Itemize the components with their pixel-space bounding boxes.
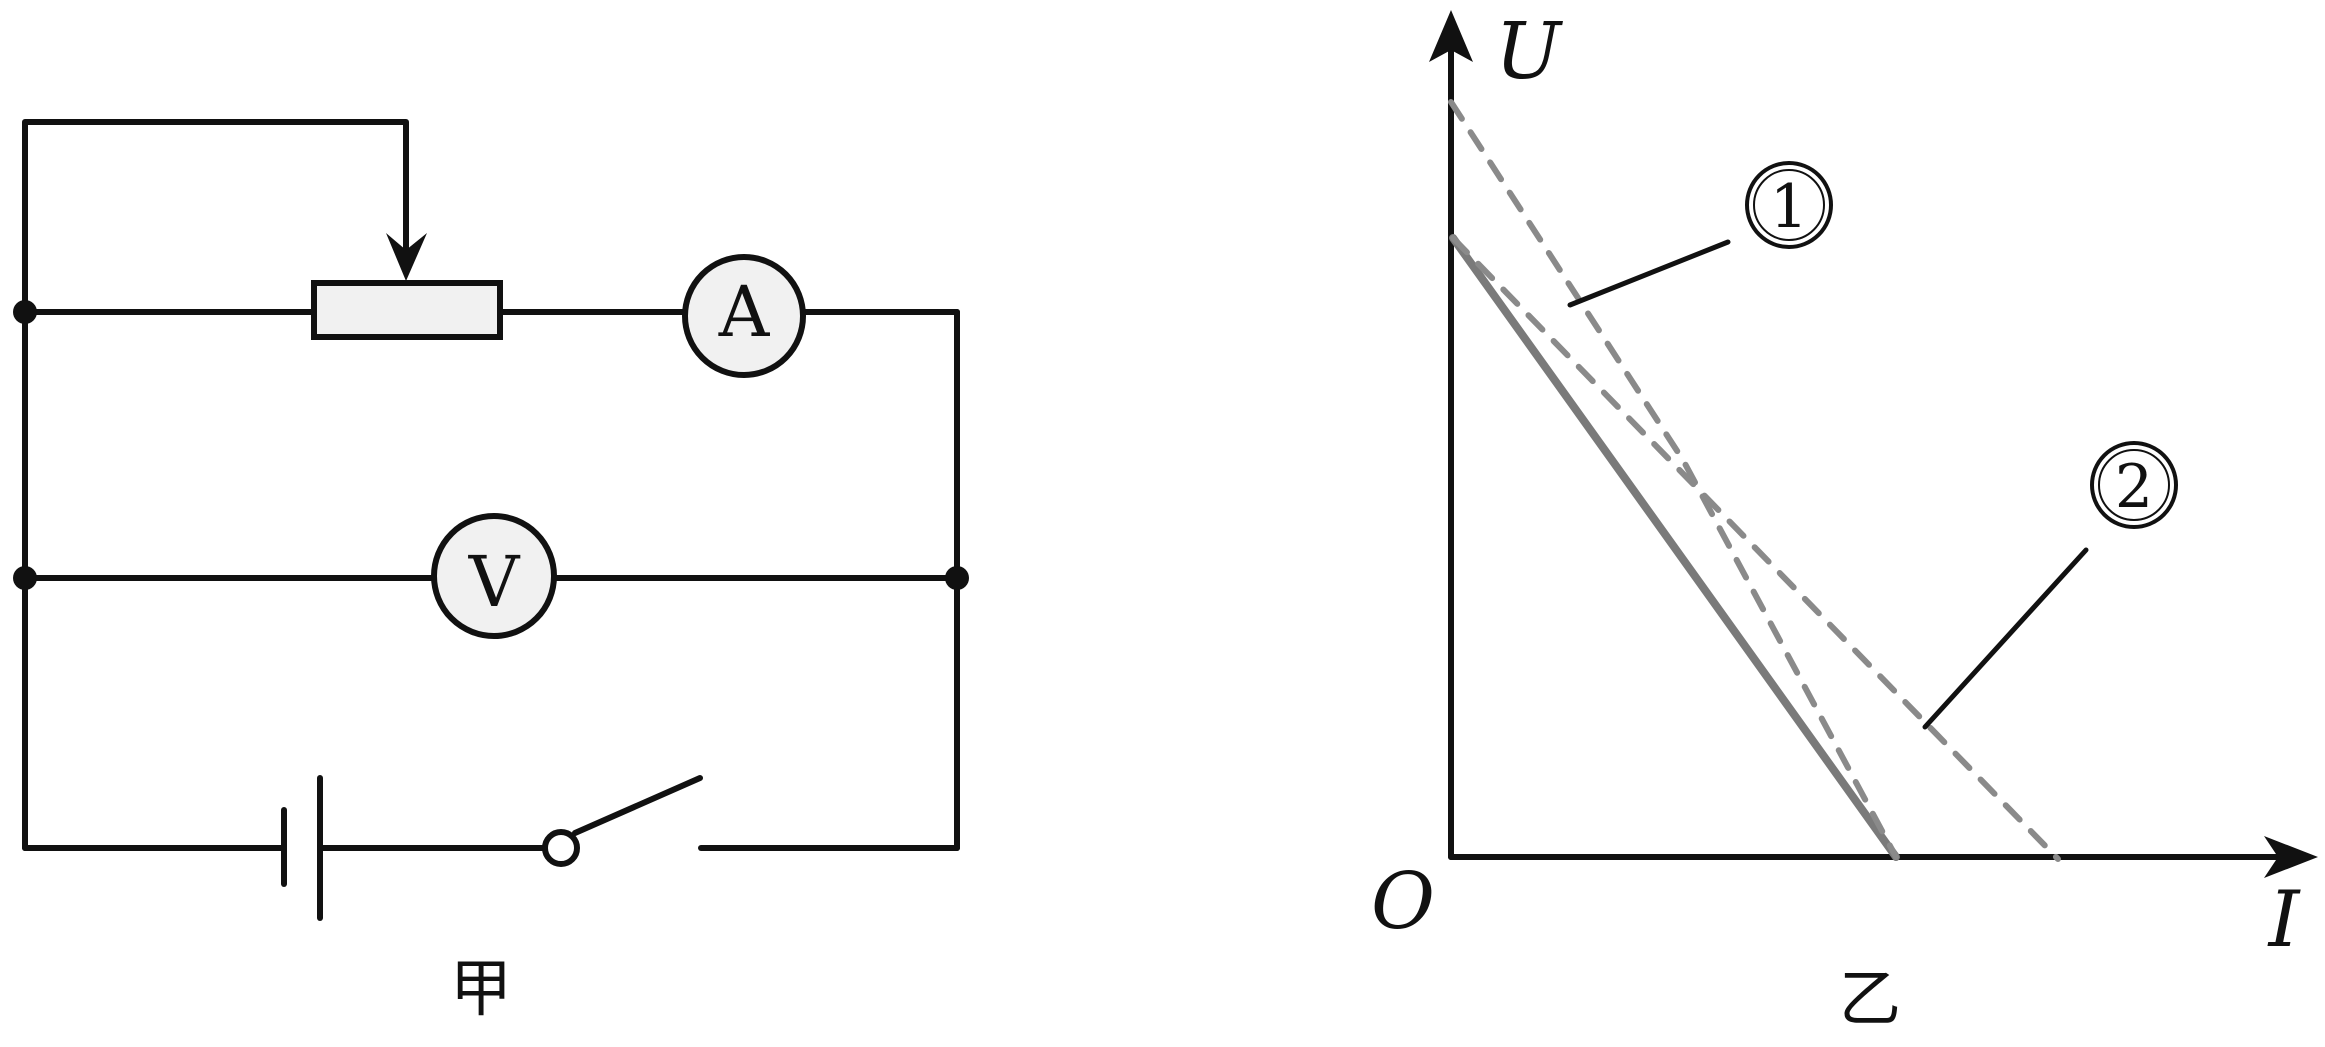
dashed-line-2 xyxy=(1450,235,2061,862)
battery xyxy=(281,775,323,921)
junction-node-middle-right xyxy=(945,566,969,590)
voltmeter-label: V xyxy=(468,541,521,623)
x-axis-arrowhead xyxy=(2264,836,2318,878)
circuit-caption: 甲 xyxy=(450,952,512,1025)
rheostat xyxy=(311,280,503,340)
junction-node-top-left xyxy=(13,300,37,324)
line-label-1: 1 xyxy=(1745,161,1833,249)
ui-graph: U I O 1 2 乙 xyxy=(1371,7,2318,1035)
line-label-2: 2 xyxy=(2090,441,2178,529)
svg-text:2: 2 xyxy=(2115,452,2153,522)
slider-feedback-wire xyxy=(22,119,409,315)
ammeter-label: A xyxy=(718,271,771,353)
slider-arrowhead xyxy=(386,233,427,281)
leader-line-2 xyxy=(1922,547,2089,730)
svg-text:1: 1 xyxy=(1770,172,1808,242)
origin-label: O xyxy=(1371,857,1435,947)
measured-line xyxy=(1449,234,1900,861)
leader-line-1 xyxy=(1567,239,1731,308)
ammeter: A xyxy=(682,254,806,378)
voltmeter: V xyxy=(431,513,557,639)
graph-caption: 乙 xyxy=(1839,962,1901,1035)
switch xyxy=(542,775,703,867)
dashed-line-1 xyxy=(1448,99,1899,860)
x-axis-label: I xyxy=(2267,875,2302,965)
circuit-diagram: A V 甲 xyxy=(13,119,969,1025)
junction-node-middle-left xyxy=(13,566,37,590)
y-axis-label: U xyxy=(1495,7,1563,97)
y-axis-arrowhead xyxy=(1429,10,1473,62)
